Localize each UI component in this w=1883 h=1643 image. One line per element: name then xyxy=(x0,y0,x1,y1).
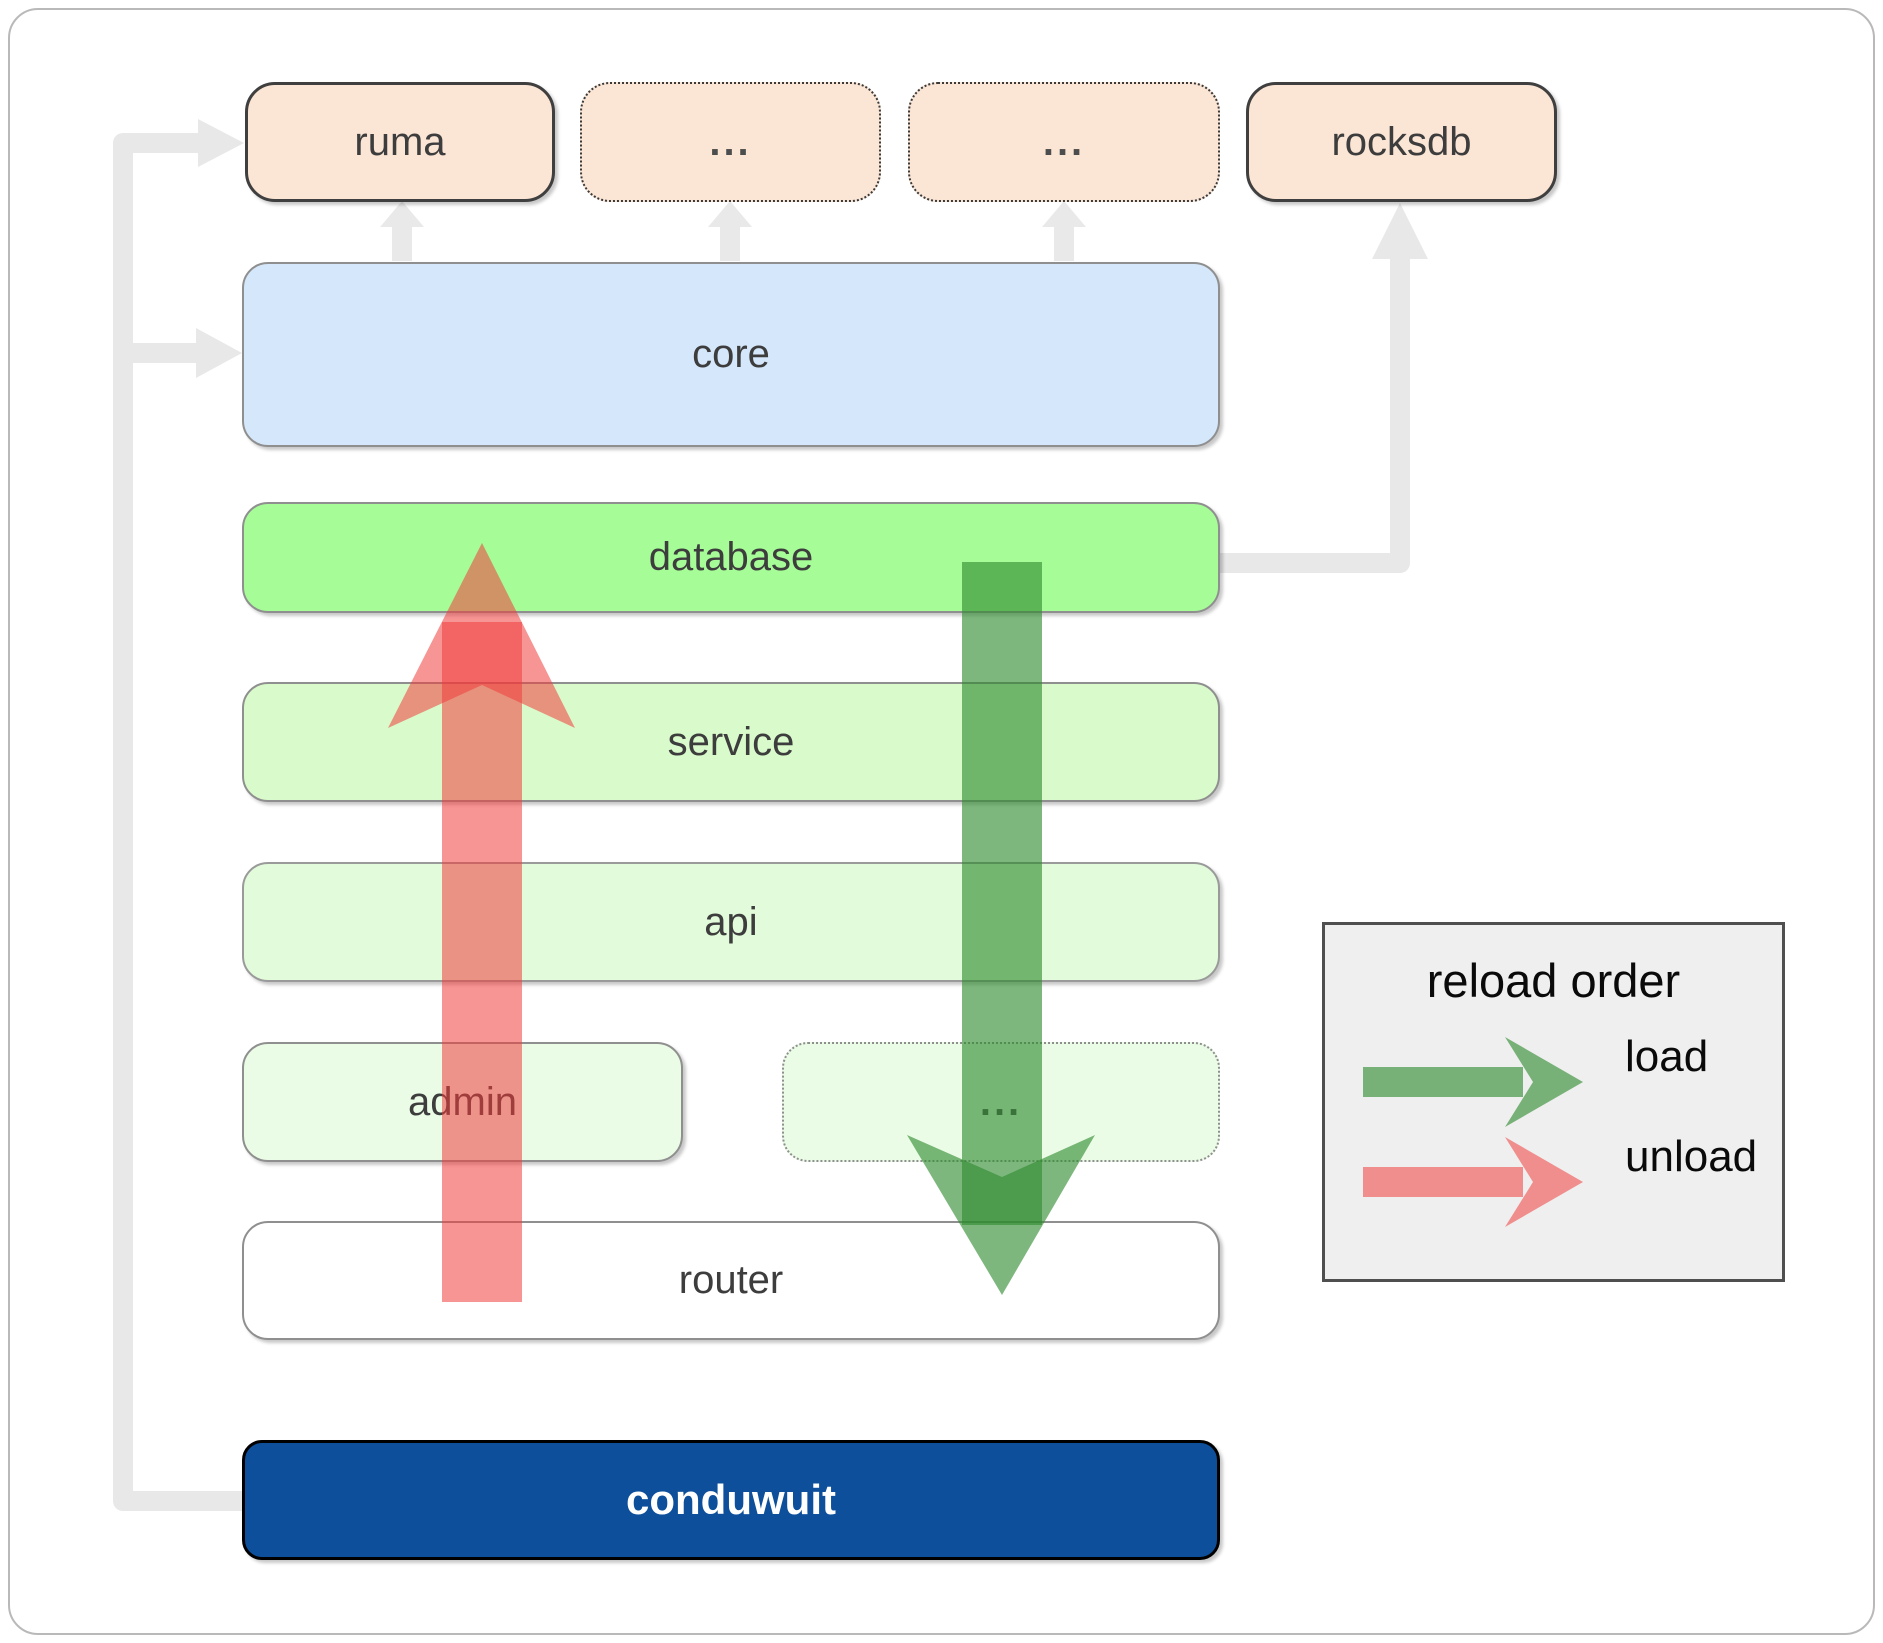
layer-box-api: api xyxy=(242,862,1220,982)
module-box-ellipsis-1: ... xyxy=(580,82,881,202)
layer-label-core: core xyxy=(692,332,770,376)
layer-box-core: core xyxy=(242,262,1220,447)
legend-unload-label: unload xyxy=(1625,1132,1758,1181)
layer-label-admin: admin xyxy=(408,1079,517,1124)
diagram-outer-border xyxy=(8,8,1875,1635)
layer-box-router: router xyxy=(242,1221,1220,1340)
layer-box-service: service xyxy=(242,682,1220,802)
module-label-ellipsis-1: ... xyxy=(709,119,752,164)
layer-box-admin: admin xyxy=(242,1042,683,1162)
legend-load-label: load xyxy=(1625,1032,1709,1081)
layer-label-api: api xyxy=(704,899,758,944)
layer-box-ellipsis-3: ... xyxy=(782,1042,1220,1162)
layer-box-conduwuit: conduwuit xyxy=(242,1440,1220,1560)
module-label-ellipsis-2: ... xyxy=(1042,119,1086,164)
module-box-rocksdb: rocksdb xyxy=(1246,82,1557,202)
module-box-ruma: ruma xyxy=(245,82,555,202)
layer-label-service: service xyxy=(667,719,795,764)
layer-box-database: database xyxy=(242,502,1220,613)
legend-title: reload order xyxy=(1426,954,1681,1007)
module-label-rocksdb: rocksdb xyxy=(1331,119,1472,164)
module-box-ellipsis-2: ... xyxy=(908,82,1220,202)
module-label-ruma: ruma xyxy=(354,119,446,164)
layer-label-router: router xyxy=(678,1258,784,1302)
layer-label-ellipsis-3: ... xyxy=(979,1079,1023,1124)
layer-label-conduwuit: conduwuit xyxy=(626,1476,836,1523)
legend-box: reload order xyxy=(1322,922,1785,1282)
layer-label-database: database xyxy=(648,535,814,579)
